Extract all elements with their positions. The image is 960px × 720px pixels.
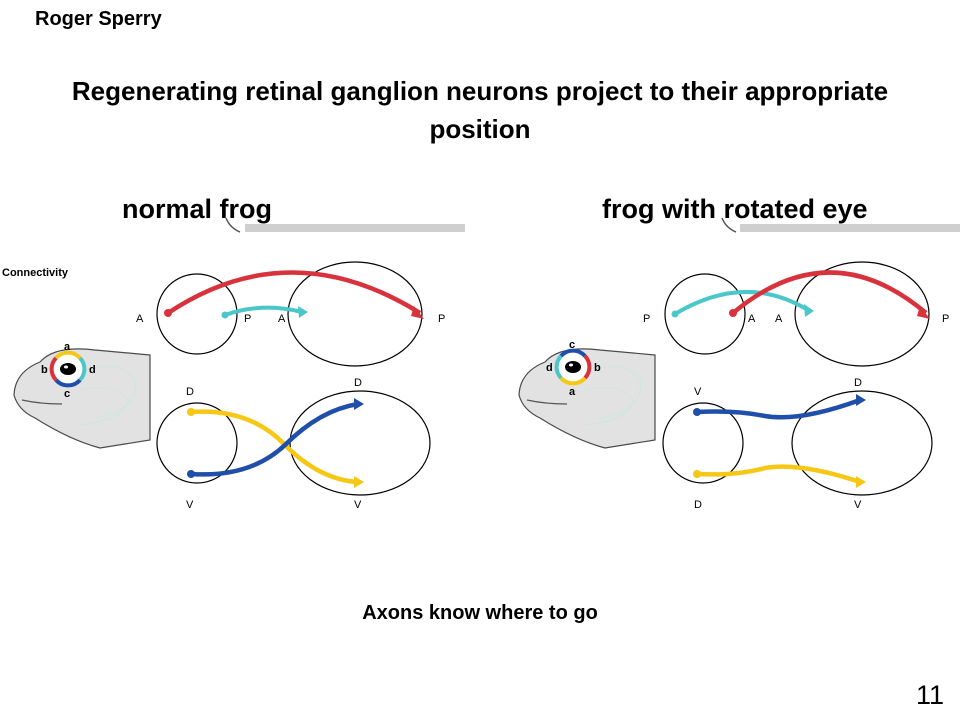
retina-circle [664,273,746,355]
tectum-ellipse [791,390,933,496]
retina-bottom-label: D [694,499,702,511]
eye-letter-bottom: c [64,388,70,400]
label-underline-left [245,224,465,232]
retina-left-label: A [136,313,144,325]
eye-letter-right: d [89,364,96,376]
retina-right-label: A [748,313,756,325]
retina-bottom-label: V [186,499,194,511]
tectum-bottom-label: V [854,499,862,511]
slide-caption: Axons know where to go [362,602,598,624]
tectum-ellipse [287,261,423,367]
tectum-top-label: D [354,377,362,389]
eye-letter-right: b [594,362,601,374]
yellow-axon [696,464,861,485]
cyan-axon [673,289,810,316]
panel-label-normal: normal frog [122,194,273,224]
eye-letter-left: b [41,364,48,376]
tectum-ellipse [794,261,930,367]
frog-head-rotated: c d b a [518,339,656,449]
tectum-bottom-label: V [354,499,362,511]
blue-axon [190,401,359,477]
tectum-right-label: P [438,313,445,325]
slide-title: Regenerating retinal ganglion neurons pr… [71,76,889,144]
author-name: Roger Sperry [35,8,162,30]
rotated-dv-map: V D D V [662,377,933,511]
tectum-left-label: A [775,313,783,325]
page-number: 11 [916,680,945,710]
red-axon [166,270,422,315]
tectum-top-label: D [854,377,862,389]
eye-letter-bottom: a [569,386,576,398]
tectum-right-label: P [942,313,949,325]
label-underline-right [740,224,960,232]
retina-top-label: V [694,386,702,398]
red-axon [731,270,928,315]
eye-letter-top: c [569,339,575,351]
yellow-axon [190,409,359,485]
retina-left-label: P [643,313,650,325]
tectum-ellipse [289,390,431,496]
retina-circle [156,273,238,355]
blue-axon [696,397,861,420]
retina-circle [662,402,744,484]
eye-letter-top: a [64,341,71,353]
rotated-ap-map: P A A P [643,261,949,367]
tectum-left-label: A [278,313,286,325]
frog-head-normal: a b d c [13,341,151,449]
normal-dv-map: D V D V [156,377,431,511]
retina-circle [156,402,238,484]
retina-right-label: P [244,313,251,325]
panel-label-rotated: frog with rotated eye [602,194,868,224]
connectivity-tag: Connectivity [2,267,69,279]
retina-top-label: D [186,386,194,398]
cyan-axon [224,305,303,317]
normal-ap-map: A P A P [136,261,445,367]
eye-letter-left: d [546,362,553,374]
